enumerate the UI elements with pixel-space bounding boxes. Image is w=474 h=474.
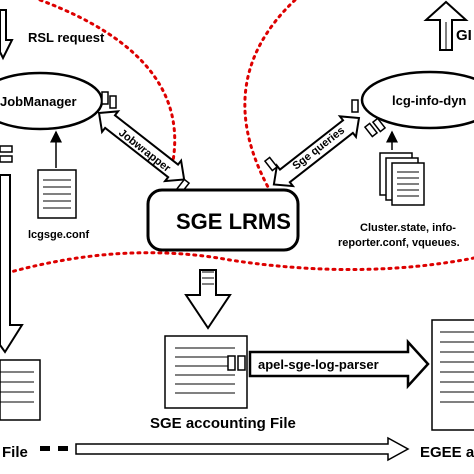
left-down-arrow xyxy=(0,174,24,354)
lcg-info-label: lcg-info-dyn xyxy=(392,93,466,108)
zone-boundaries xyxy=(0,0,474,277)
jobwrapper-label: Jobwrapper xyxy=(116,127,173,175)
sge-lrms-label: SGE LRMS xyxy=(176,209,291,234)
sge-accounting-document xyxy=(164,335,248,409)
sge-lrms-node xyxy=(146,188,300,252)
left-small-boxes xyxy=(0,145,13,163)
zone-boundary-right xyxy=(243,0,297,217)
sge-queries-port-1 xyxy=(363,122,379,138)
left-file-document xyxy=(0,359,41,421)
lcgsge-conf-label: lcgsge.conf xyxy=(28,229,89,241)
config-files-label-2: reporter.conf, vqueues. xyxy=(338,237,460,249)
egee-label: EGEE a xyxy=(420,444,474,461)
left-file-label: File xyxy=(2,444,28,461)
jobmanager-label: JobManager xyxy=(0,94,77,109)
parser-port-1 xyxy=(227,355,236,371)
lcg-info-node xyxy=(360,70,474,130)
sge-queries-label: Sge queries xyxy=(290,125,347,173)
jobmanager-port-2 xyxy=(109,95,117,109)
egee-document xyxy=(431,319,474,431)
sge-queries-arrow xyxy=(272,115,361,188)
apel-parser-arrow xyxy=(248,338,430,390)
sge-queries-port-3 xyxy=(263,156,279,172)
rsl-request-arrow xyxy=(0,9,14,61)
bottom-transfer-arrow xyxy=(40,436,410,462)
parser-port-2 xyxy=(237,355,246,371)
gi-label: GI xyxy=(456,27,472,44)
apel-parser-label: apel-sge-log-parser xyxy=(258,357,379,372)
lrms-to-accounting-arrow xyxy=(184,269,232,330)
lcg-info-port xyxy=(351,99,359,113)
lcgsge-conf-document xyxy=(37,169,77,219)
zone-boundary-bottom xyxy=(0,251,474,277)
sge-accounting-label: SGE accounting File xyxy=(150,415,296,432)
config-files-stack xyxy=(379,152,425,206)
rsl-request-label: RSL request xyxy=(28,30,105,45)
zone-boundary-left xyxy=(38,0,177,177)
config-files-label-1: Cluster.state, info- xyxy=(360,222,456,234)
jobmanager-port xyxy=(101,91,109,105)
sge-queries-port-2 xyxy=(371,117,387,133)
